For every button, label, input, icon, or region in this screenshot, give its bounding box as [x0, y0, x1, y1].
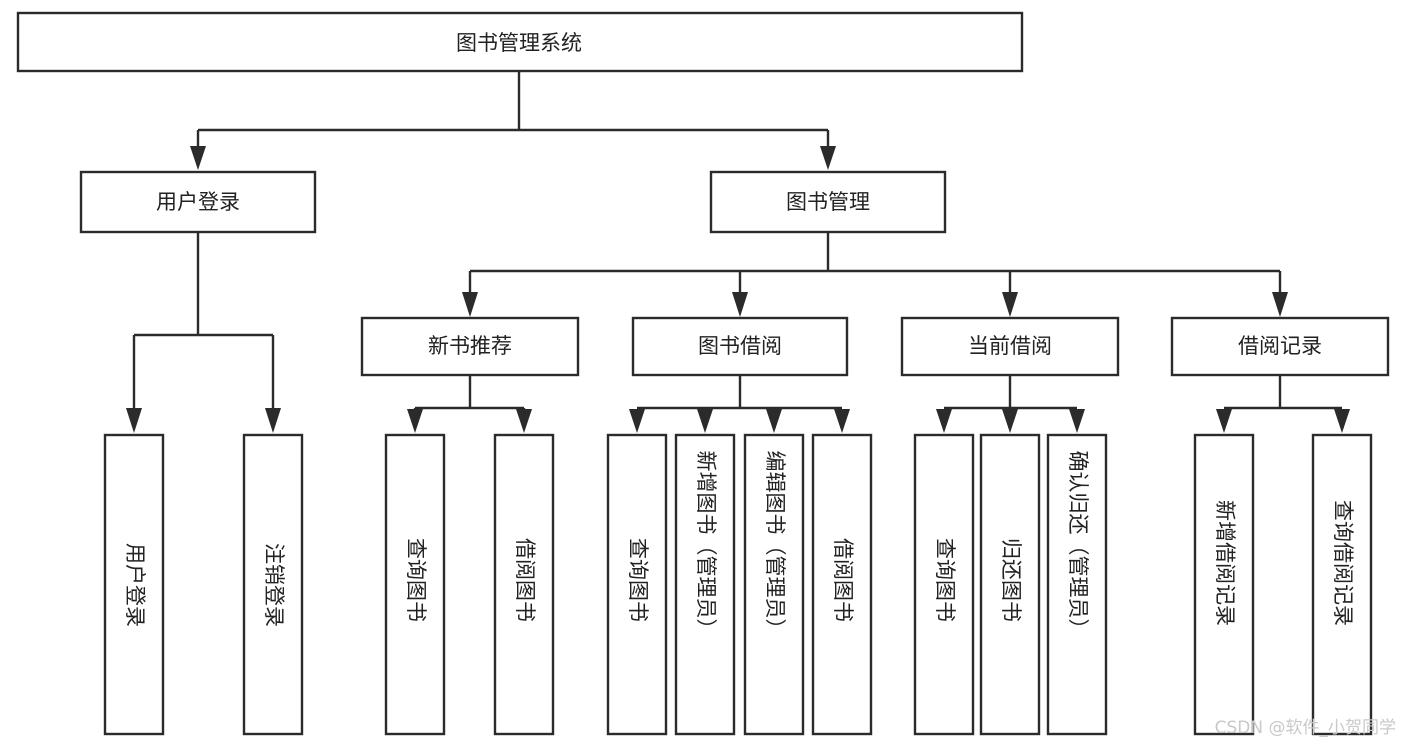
leaf-current-borrow-2-box[interactable]	[979, 433, 1041, 736]
leaf-borrow-record-1-box[interactable]	[1193, 433, 1255, 736]
arrow-head-book-borrow-leaf4	[834, 409, 850, 433]
arrow-head-user-login	[190, 146, 206, 170]
leaf-current-borrow-2[interactable]: 归还图书	[979, 433, 1041, 736]
arrow-head-current-borrow-leaf2	[1002, 409, 1018, 433]
arrow-head-book-borrow-leaf2	[697, 409, 713, 433]
leaf-book-borrow-2-box[interactable]	[674, 433, 736, 736]
leaf-borrow-record-1[interactable]: 新增借阅记录	[1193, 433, 1255, 736]
node-user-login-label: 用户登录	[156, 190, 240, 214]
leaf-current-borrow-2-label: 归还图书	[999, 538, 1023, 622]
arrow-head-book-borrow-leaf3	[766, 409, 782, 433]
leaf-book-borrow-4[interactable]: 借阅图书	[811, 433, 873, 736]
arrow-head-current-borrow-leaf3	[1069, 409, 1085, 433]
leaf-current-borrow-1-label: 查询图书	[933, 538, 957, 622]
leaf-book-borrow-3-box[interactable]	[743, 433, 805, 736]
arrow-head-book-borrow	[732, 292, 748, 317]
node-current-borrow-box[interactable]	[900, 316, 1120, 377]
leaf-borrow-record-1-label: 新增借阅记录	[1213, 500, 1237, 626]
leaf-current-borrow-1-box[interactable]	[913, 433, 975, 736]
leaf-book-borrow-1-box[interactable]	[606, 433, 668, 736]
leaf-borrow-record-2[interactable]: 查询借阅记录	[1311, 433, 1373, 736]
leaf-new-book-1-label: 查询图书	[404, 538, 428, 622]
node-borrow-record-label: 借阅记录	[1238, 334, 1322, 358]
leaf-new-book-2-box[interactable]	[493, 433, 555, 736]
leaf-user-login-2-label: 注销登录	[262, 543, 286, 627]
arrow-head-borrow-record	[1272, 292, 1288, 317]
leaf-new-book-1-box[interactable]	[384, 433, 446, 736]
node-user-login-box[interactable]	[79, 170, 317, 234]
leaf-current-borrow-3[interactable]: 确认归还（管理员）	[1046, 433, 1108, 736]
leaf-book-borrow-3[interactable]: 编辑图书（管理员）	[743, 433, 805, 736]
leaf-current-borrow-3-label: 确认归还（管理员）	[1066, 451, 1090, 640]
connector-group-root	[190, 72, 836, 170]
node-borrow-record[interactable]: 借阅记录	[1170, 316, 1390, 377]
arrow-head-new-book-leaf1	[407, 409, 423, 433]
arrow-head-user-login-leaf2	[265, 408, 281, 433]
arrow-head-current-borrow-leaf1	[936, 409, 952, 433]
node-root[interactable]: 图书管理系统	[16, 11, 1024, 73]
arrow-head-borrow-record-leaf1	[1216, 409, 1232, 433]
connector-group-current-borrow	[936, 375, 1085, 433]
node-book-manage[interactable]: 图书管理	[709, 170, 947, 234]
leaf-book-borrow-1-label: 查询图书	[626, 538, 650, 622]
leaf-current-borrow-3-box[interactable]	[1046, 433, 1108, 736]
connector-group-new-book	[407, 375, 532, 433]
leaf-new-book-2-label: 借阅图书	[513, 538, 537, 622]
arrow-head-book-borrow-leaf1	[629, 409, 645, 433]
leaf-current-borrow-1[interactable]: 查询图书	[913, 433, 975, 736]
leaf-new-book-1[interactable]: 查询图书	[384, 433, 446, 736]
node-book-borrow-label: 图书借阅	[698, 334, 782, 358]
node-book-borrow[interactable]: 图书借阅	[631, 316, 849, 377]
node-root-box[interactable]	[16, 11, 1024, 73]
node-new-book[interactable]: 新书推荐	[360, 316, 580, 377]
connector-group-borrow-record	[1216, 375, 1350, 433]
leaf-borrow-record-2-label: 查询借阅记录	[1331, 500, 1355, 626]
arrow-head-new-book-leaf2	[516, 409, 532, 433]
node-current-borrow[interactable]: 当前借阅	[900, 316, 1120, 377]
node-book-manage-label: 图书管理	[786, 190, 870, 214]
connector-group-book-borrow	[629, 375, 850, 433]
arrow-head-user-login-leaf1	[126, 408, 142, 433]
leaf-user-login-1-box[interactable]	[103, 433, 165, 736]
node-root-label: 图书管理系统	[456, 31, 582, 55]
arrow-head-current-borrow	[1002, 292, 1018, 317]
leaf-book-borrow-1[interactable]: 查询图书	[606, 433, 668, 736]
node-borrow-record-box[interactable]	[1170, 316, 1390, 377]
leaf-book-borrow-4-box[interactable]	[811, 433, 873, 736]
connector-group-book-manage	[462, 232, 1288, 317]
node-user-login[interactable]: 用户登录	[79, 170, 317, 234]
leaf-borrow-record-2-box[interactable]	[1311, 433, 1373, 736]
leaf-book-borrow-3-label: 编辑图书（管理员）	[763, 451, 787, 640]
leaf-user-login-1[interactable]: 用户登录	[103, 433, 165, 736]
csdn-watermark: CSDN @软件_小贺同学	[1215, 718, 1396, 738]
leaf-book-borrow-4-label: 借阅图书	[831, 538, 855, 622]
arrow-head-borrow-record-leaf2	[1334, 409, 1350, 433]
arrow-head-book-manage	[820, 146, 836, 170]
connector-group-user-login	[126, 232, 281, 433]
leaf-book-borrow-2[interactable]: 新增图书（管理员）	[674, 433, 736, 736]
leaf-new-book-2[interactable]: 借阅图书	[493, 433, 555, 736]
leaf-user-login-2[interactable]: 注销登录	[242, 433, 304, 736]
node-book-manage-box[interactable]	[709, 170, 947, 234]
leaf-book-borrow-2-label: 新增图书（管理员）	[694, 451, 718, 640]
leaf-user-login-1-label: 用户登录	[123, 543, 147, 627]
arrow-head-new-book	[462, 292, 478, 317]
leaf-user-login-2-box[interactable]	[242, 433, 304, 736]
node-new-book-box[interactable]	[360, 316, 580, 377]
node-book-borrow-box[interactable]	[631, 316, 849, 377]
node-current-borrow-label: 当前借阅	[968, 334, 1052, 358]
node-new-book-label: 新书推荐	[428, 334, 512, 358]
